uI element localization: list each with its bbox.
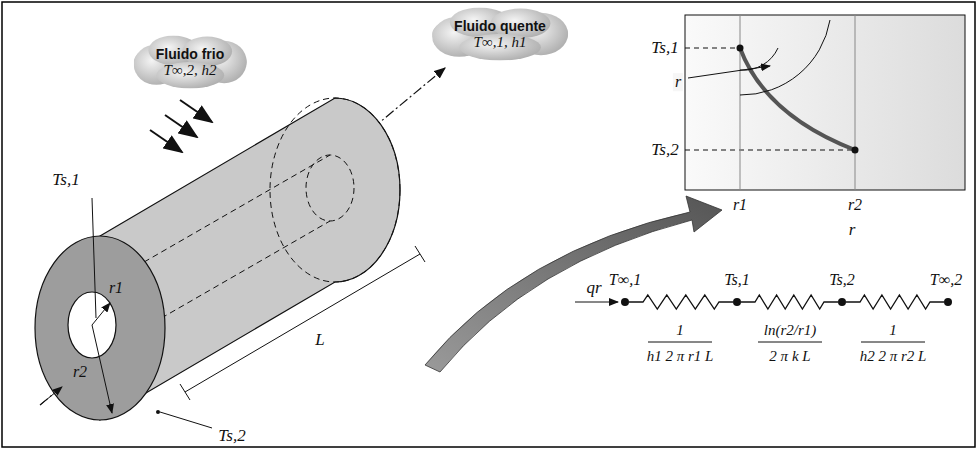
node-label: Ts,2 xyxy=(829,271,855,289)
fluid-properties: T∞,2, h2 xyxy=(156,62,224,79)
fluid-cloud: Fluido frioT∞,2, h2 xyxy=(134,36,246,89)
temperature-label: Ts,2 xyxy=(651,141,678,160)
temperature-label: Ts,1 xyxy=(52,171,79,190)
length-label: L xyxy=(315,331,324,350)
fluid-cloud: Fluido quenteT∞,1, h1 xyxy=(432,8,568,61)
resistor-symbol xyxy=(741,295,838,309)
resistor-symbol xyxy=(846,295,944,309)
fluid-name: Fluido frio xyxy=(156,46,224,62)
axis-tick: r1 xyxy=(733,196,747,214)
resistor-symbol xyxy=(629,295,733,309)
radius-label: r2 xyxy=(73,363,87,381)
node-label: T∞,1 xyxy=(609,271,641,289)
axis-label: r xyxy=(849,221,856,240)
radius-label: r xyxy=(673,73,683,91)
axis-tick: r2 xyxy=(848,196,862,214)
cylinder xyxy=(35,68,445,428)
thermal-circuit xyxy=(575,295,952,342)
resistance-denominator: h1 2 π r1 L xyxy=(647,348,714,365)
radius-label: r1 xyxy=(109,279,123,297)
resistance-denominator: 2 π k L xyxy=(769,348,810,365)
temperature-label: Ts,1 xyxy=(651,39,678,58)
resistance-numerator: 1 xyxy=(889,322,897,339)
profile-inset xyxy=(685,15,965,190)
fluid-properties: T∞,1, h1 xyxy=(454,34,546,51)
fluid-name: Fluido quente xyxy=(454,18,546,34)
resistance-denominator: h2 2 π r2 L xyxy=(860,348,927,365)
resistance-numerator: 1 xyxy=(676,322,684,339)
heat-rate: qr xyxy=(586,279,601,298)
node-label: T∞,2 xyxy=(930,271,962,289)
node-label: Ts,1 xyxy=(724,271,750,289)
resistance-numerator: ln(r2/r1) xyxy=(764,322,817,339)
temperature-label: Ts,2 xyxy=(218,427,245,446)
zoom-arrow xyxy=(425,196,722,372)
